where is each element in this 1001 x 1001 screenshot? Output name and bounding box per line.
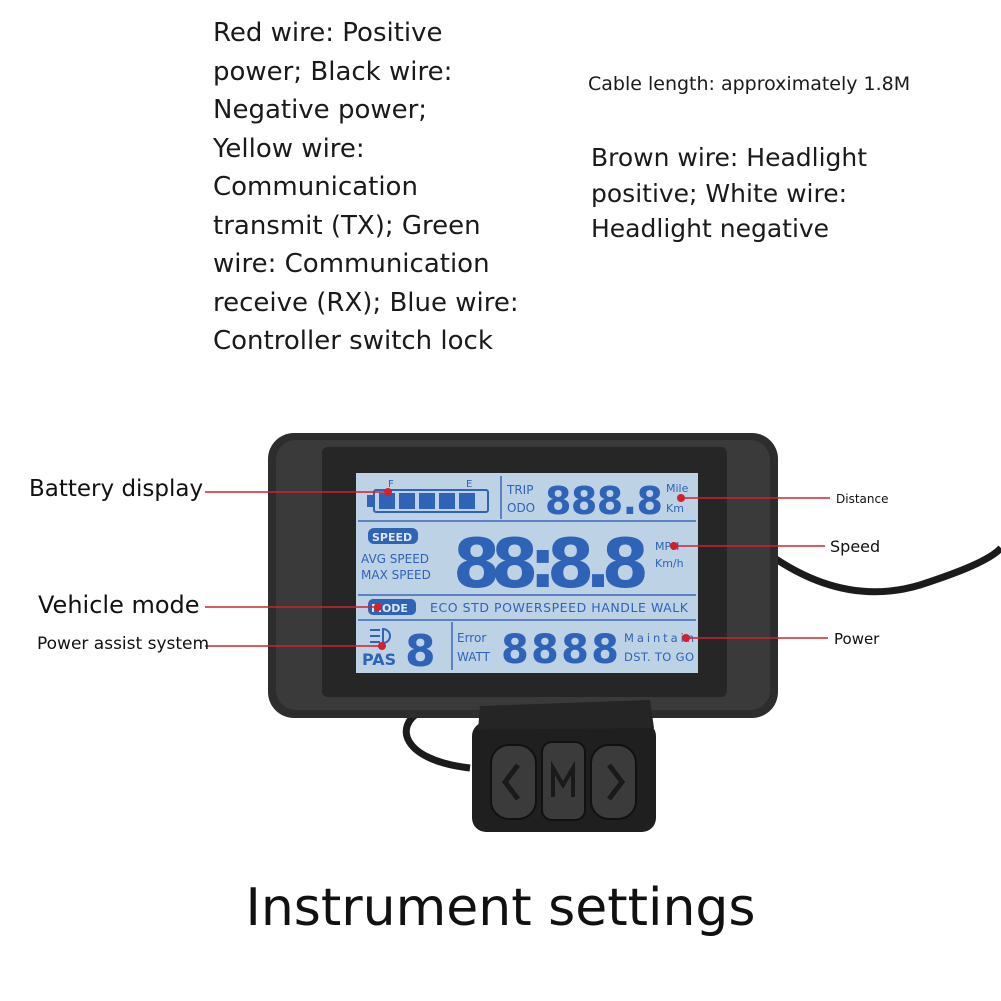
- cable-length-note: Cable length: approximately 1.8M: [588, 73, 911, 95]
- kmh-unit: Km/h: [655, 557, 684, 570]
- maintain-label: Maintain: [624, 631, 694, 645]
- max-speed-label: MAX SPEED: [361, 568, 431, 582]
- m-button-icon[interactable]: [541, 741, 586, 821]
- left-arrow-button-icon[interactable]: [490, 744, 537, 820]
- error-label: Error: [457, 631, 486, 645]
- pas-label: PAS: [362, 650, 396, 669]
- pas-digit: 8: [405, 626, 436, 677]
- mode-list: ECO STD POWERSPEED HANDLE WALK: [430, 600, 689, 615]
- battery-empty-label: E: [466, 479, 472, 490]
- speed-badge: SPEED: [372, 531, 412, 544]
- speed-label: Speed: [830, 537, 881, 556]
- page-title: Instrument settings: [245, 878, 756, 938]
- callout-lines: [205, 491, 830, 647]
- headlight-wire-note: Brown wire: Headlight positive; White wi…: [591, 143, 868, 243]
- battery-full-label: F: [388, 479, 394, 490]
- battery-icon: [367, 489, 489, 513]
- right-arrow-button-icon[interactable]: [590, 744, 637, 820]
- cable: [767, 545, 1001, 596]
- battery-display-label: Battery display: [29, 476, 204, 502]
- odo-label: ODO: [507, 501, 535, 515]
- dst-to-go-label: DST. TO GO: [624, 650, 694, 664]
- mile-unit: Mile: [666, 482, 689, 495]
- wiring-description: Red wire: Positive power; Black wire: Ne…: [213, 18, 519, 356]
- km-unit: Km: [666, 502, 684, 515]
- avg-speed-label: AVG SPEED: [361, 552, 429, 566]
- vehicle-mode-label: Vehicle mode: [38, 591, 200, 619]
- trip-label: TRIP: [506, 483, 533, 497]
- distance-digits: 888.8: [545, 479, 663, 523]
- power-label: Power: [834, 630, 880, 648]
- distance-label: Distance: [836, 492, 889, 506]
- button-cable: [402, 708, 471, 772]
- speed-digits: 88:8.8: [453, 525, 649, 604]
- power-assist-label: Power assist system: [37, 634, 210, 654]
- watt-label: WATT: [457, 650, 491, 664]
